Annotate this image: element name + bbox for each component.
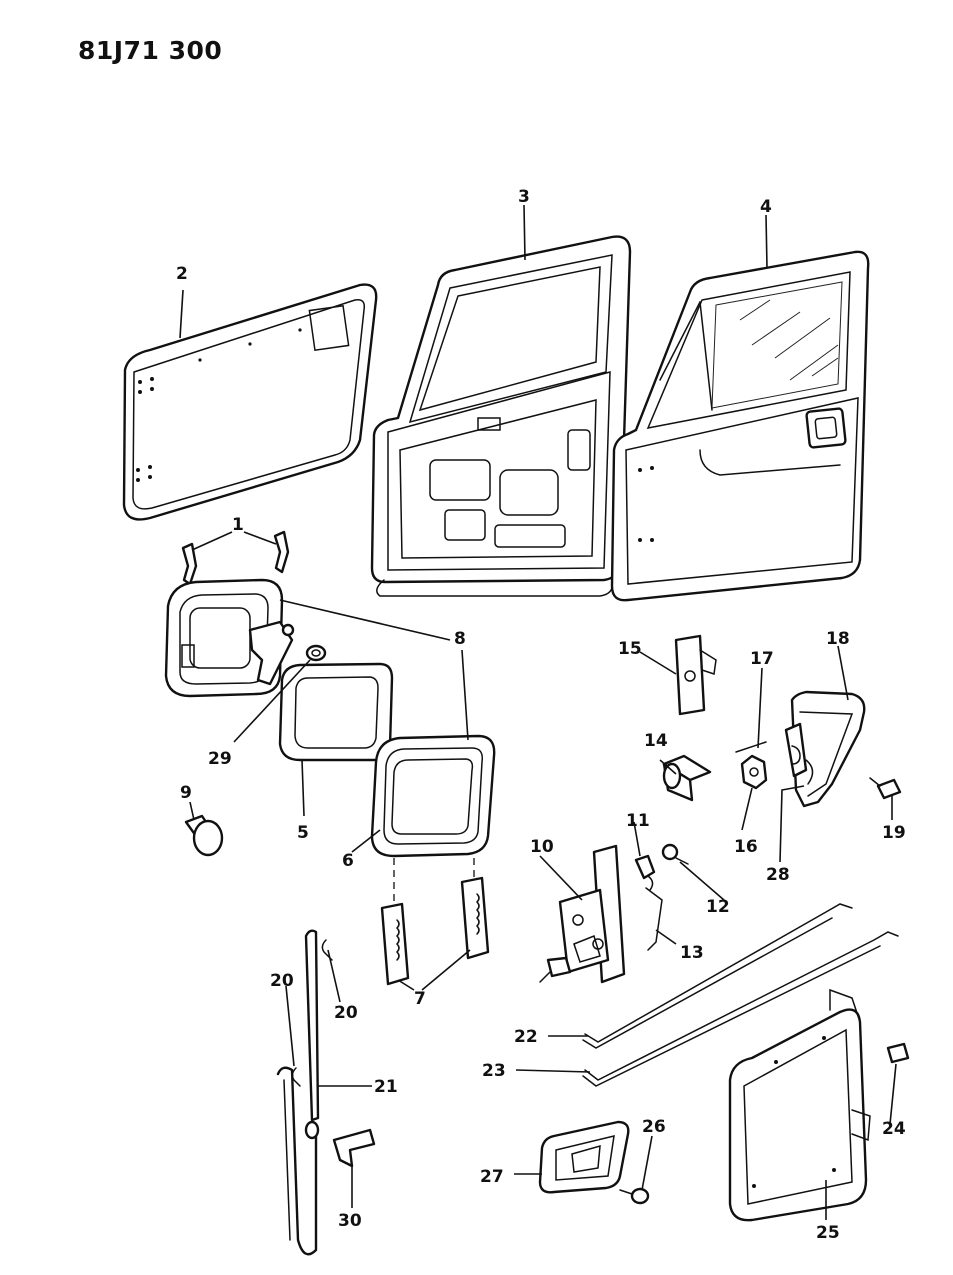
retainer-clips <box>181 530 290 586</box>
callout-20-left: 20 <box>270 971 294 991</box>
screw <box>886 1042 910 1064</box>
callout-27: 27 <box>480 1167 504 1187</box>
handle-gasket <box>370 734 496 858</box>
callout-30: 30 <box>338 1211 362 1231</box>
callout-14: 14 <box>644 731 668 751</box>
hinge-nut <box>740 754 768 790</box>
callout-1: 1 <box>232 515 244 535</box>
callout-17: 17 <box>750 649 774 669</box>
callout-12: 12 <box>706 897 730 917</box>
door-plug <box>184 814 224 857</box>
handle-bezel <box>278 662 394 762</box>
rod-clip <box>634 854 656 891</box>
callout-21: 21 <box>374 1077 398 1097</box>
diagram-reference-code: 81J71 300 <box>78 36 223 65</box>
callout-19: 19 <box>882 823 906 843</box>
callout-22: 22 <box>514 1027 538 1047</box>
callout-labels: 1 2 3 4 5 6 7 8 9 10 11 12 13 14 15 16 1… <box>176 187 906 1243</box>
door-latch <box>539 844 626 984</box>
callout-16: 16 <box>734 837 758 857</box>
callout-18: 18 <box>826 629 850 649</box>
callout-15: 15 <box>618 639 642 659</box>
hinge-pin <box>735 741 767 753</box>
latch-rod <box>645 887 663 951</box>
callout-10: 10 <box>530 837 554 857</box>
lower-trim-panel <box>728 988 871 1222</box>
control-rods <box>582 903 899 1087</box>
screw <box>661 843 689 865</box>
door-assembly <box>610 250 870 602</box>
callout-11: 11 <box>626 811 650 831</box>
screw <box>619 1187 650 1205</box>
screw <box>869 777 902 800</box>
check-strap-bracket <box>332 1128 376 1168</box>
callout-9: 9 <box>180 783 192 803</box>
callout-25: 25 <box>816 1223 840 1243</box>
callout-13: 13 <box>680 943 704 963</box>
armrest-pads <box>380 876 490 986</box>
callout-4: 4 <box>760 197 772 217</box>
callout-29: 29 <box>208 749 232 769</box>
outside-handle <box>538 1120 630 1194</box>
striker-plate <box>674 634 717 716</box>
washer <box>305 644 327 662</box>
callout-26: 26 <box>642 1117 666 1137</box>
hinge-bolt <box>662 754 712 802</box>
callout-5: 5 <box>297 823 309 843</box>
callout-6: 6 <box>342 851 354 871</box>
callout-3: 3 <box>518 187 530 207</box>
leader-lines <box>179 204 897 1220</box>
callout-20-right: 20 <box>334 1003 358 1023</box>
door-check-strap <box>276 929 320 1256</box>
callout-23: 23 <box>482 1061 506 1081</box>
callout-24: 24 <box>882 1119 906 1139</box>
callout-28: 28 <box>766 865 790 885</box>
callout-7: 7 <box>414 989 426 1009</box>
door-frame <box>370 235 632 597</box>
inside-handle-housing <box>164 578 295 698</box>
callout-8: 8 <box>454 629 466 649</box>
hinge-bracket <box>784 690 866 808</box>
callout-2: 2 <box>176 264 188 284</box>
door-trim-panel <box>122 283 378 521</box>
